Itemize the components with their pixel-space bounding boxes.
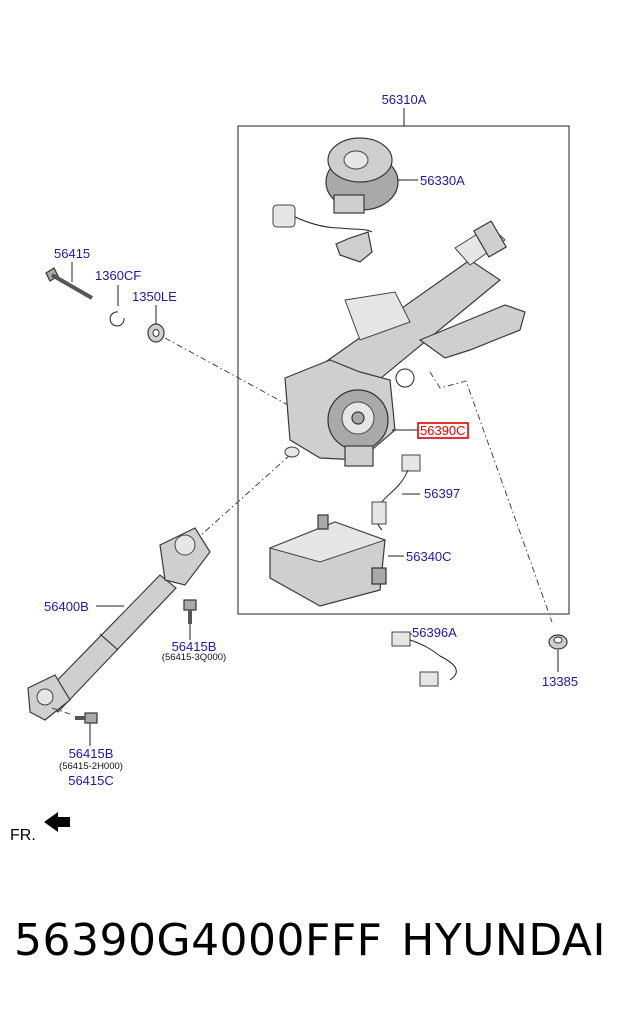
label-56415C: 56415C bbox=[68, 773, 114, 788]
footer-caption: 56390G4000FFF HYUNDAI bbox=[0, 905, 620, 975]
harness-56396A-part bbox=[391, 631, 457, 687]
label-56415B-bottom: 56415B bbox=[69, 746, 114, 761]
label-56396A: 56396A bbox=[412, 625, 457, 640]
bolt-56415-part bbox=[45, 267, 93, 300]
highlight-box bbox=[417, 422, 469, 439]
label-56310A: 56310A bbox=[382, 92, 427, 107]
label-1360CF: 1360CF bbox=[95, 268, 141, 283]
intermediate-shaft-part bbox=[27, 527, 211, 721]
label-56415B-bottom-sub: (56415-2H000) bbox=[59, 761, 123, 772]
label-56415: 56415 bbox=[54, 246, 90, 261]
brand-name: HYUNDAI bbox=[401, 914, 606, 966]
label-56330A: 56330A bbox=[420, 173, 465, 188]
label-front: FR. bbox=[10, 827, 36, 844]
bolt-56415B-bottom-part bbox=[75, 712, 98, 724]
label-13385: 13385 bbox=[542, 674, 578, 689]
part-number: 56390G4000FFF bbox=[14, 914, 383, 966]
parts-diagram: 56310A 56330A 56415 1360CF 1350LE 56390C… bbox=[10, 92, 578, 844]
nut-part bbox=[548, 634, 568, 650]
front-arrow-icon bbox=[44, 812, 70, 832]
steering-column-part bbox=[284, 220, 526, 467]
label-56415B-top: 56415B bbox=[172, 639, 217, 654]
ecu-part bbox=[268, 514, 387, 607]
motor-part bbox=[272, 137, 399, 263]
label-1350LE: 1350LE bbox=[132, 289, 177, 304]
harness-56397-part bbox=[371, 454, 421, 531]
label-56415B-top-sub: (56415-3Q000) bbox=[162, 652, 226, 663]
label-56390C[interactable]: 56390C bbox=[420, 423, 466, 438]
clip-part bbox=[109, 311, 125, 327]
label-56397: 56397 bbox=[424, 486, 460, 501]
label-56340C: 56340C bbox=[406, 549, 452, 564]
bolt-56415B-top-part bbox=[183, 599, 197, 624]
label-56400B: 56400B bbox=[44, 599, 89, 614]
